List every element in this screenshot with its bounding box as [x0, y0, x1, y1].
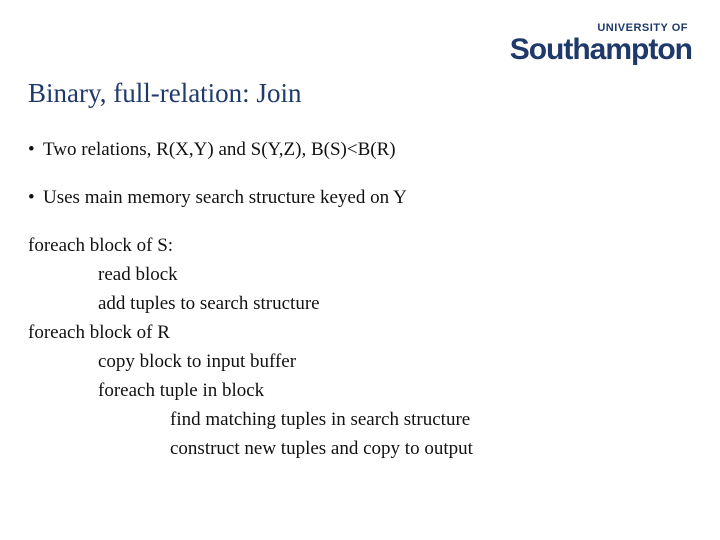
code-line: read block: [98, 264, 178, 285]
bullet-list: • Two relations, R(X,Y) and S(Y,Z), B(S)<…: [28, 139, 407, 235]
code-line: foreach tuple in block: [98, 380, 265, 401]
code-line: foreach block of R: [28, 322, 170, 343]
bullet-marker: •: [28, 139, 35, 160]
code-line: copy block to input buffer: [98, 351, 297, 372]
slide-title: Binary, full-relation: Join: [28, 78, 302, 108]
code-line: add tuples to search structure: [98, 293, 320, 314]
university-logo: UNIVERSITY OF Southampton: [509, 22, 693, 66]
code-line: foreach block of S:: [28, 235, 174, 256]
bullet-text: Two relations, R(X,Y) and S(Y,Z), B(S)<B…: [43, 139, 396, 160]
bullet-marker: •: [28, 187, 35, 208]
bullet-item: • Uses main memory search structure keyed…: [28, 187, 407, 214]
bullet-text: Uses main memory search structure keyed …: [43, 187, 407, 208]
bullet-item: • Two relations, R(X,Y) and S(Y,Z), B(S)<…: [28, 139, 407, 166]
pseudocode-block: foreach block of S: read block add tuple…: [28, 231, 473, 463]
logo-top-text: UNIVERSITY OF: [597, 22, 688, 34]
code-line: construct new tuples and copy to output: [170, 438, 473, 459]
logo-main-text: Southampton: [509, 33, 693, 66]
code-line: find matching tuples in search structure: [170, 409, 471, 430]
